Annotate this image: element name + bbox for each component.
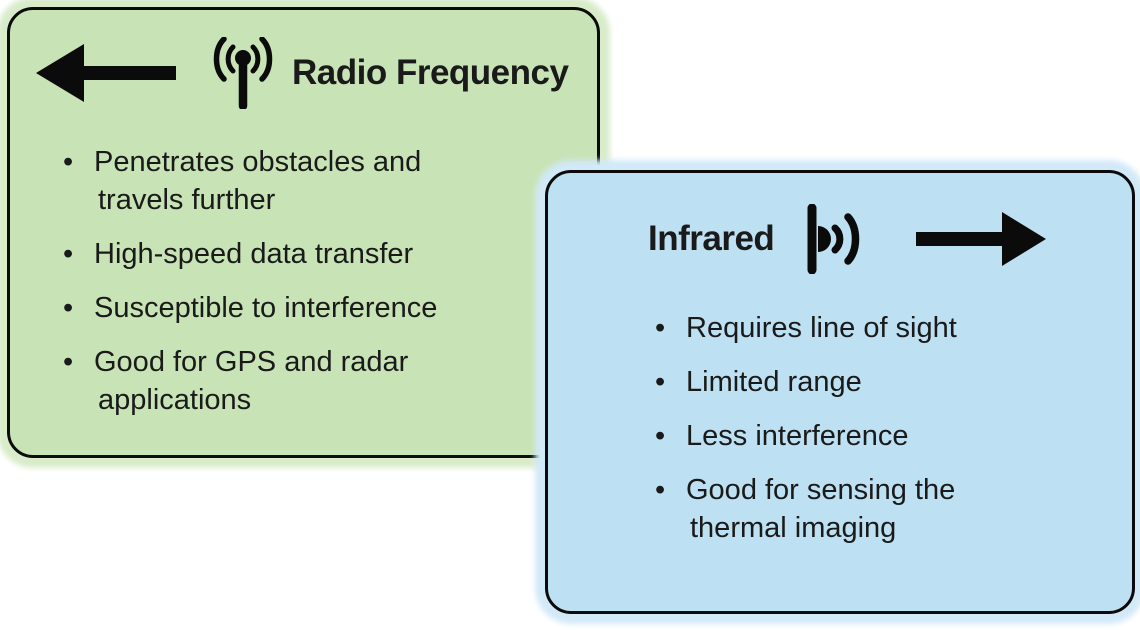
list-item: Susceptible to interference (63, 289, 597, 327)
infrared-card-title: Infrared (648, 219, 775, 258)
radio-frequency-card: Radio Frequency Penetrates obstacles and… (7, 7, 600, 458)
list-item: Less interference (655, 417, 1132, 455)
radio-card-title: Radio Frequency (292, 53, 569, 92)
list-item: Good for sensing the thermal imaging (655, 471, 1132, 547)
infrared-card: Infrared Requires line of si (545, 170, 1135, 614)
list-item: Good for GPS and radar applications (63, 343, 597, 419)
infrared-bullet-list: Requires line of sight Limited range Les… (548, 309, 1132, 547)
signal-emitter-icon (804, 204, 870, 274)
radio-bullet-list: Penetrates obstacles and travels further… (10, 143, 597, 419)
radio-title-row: Radio Frequency (36, 37, 597, 109)
list-item: High-speed data transfer (63, 235, 597, 273)
infrared-title-row: Infrared (648, 204, 1132, 274)
list-item: Requires line of sight (655, 309, 1132, 347)
arrow-right-icon (916, 210, 1047, 268)
list-item: Penetrates obstacles and travels further (63, 143, 597, 219)
list-item: Limited range (655, 363, 1132, 401)
arrow-left-icon (36, 44, 176, 102)
broadcast-antenna-icon (210, 37, 276, 109)
